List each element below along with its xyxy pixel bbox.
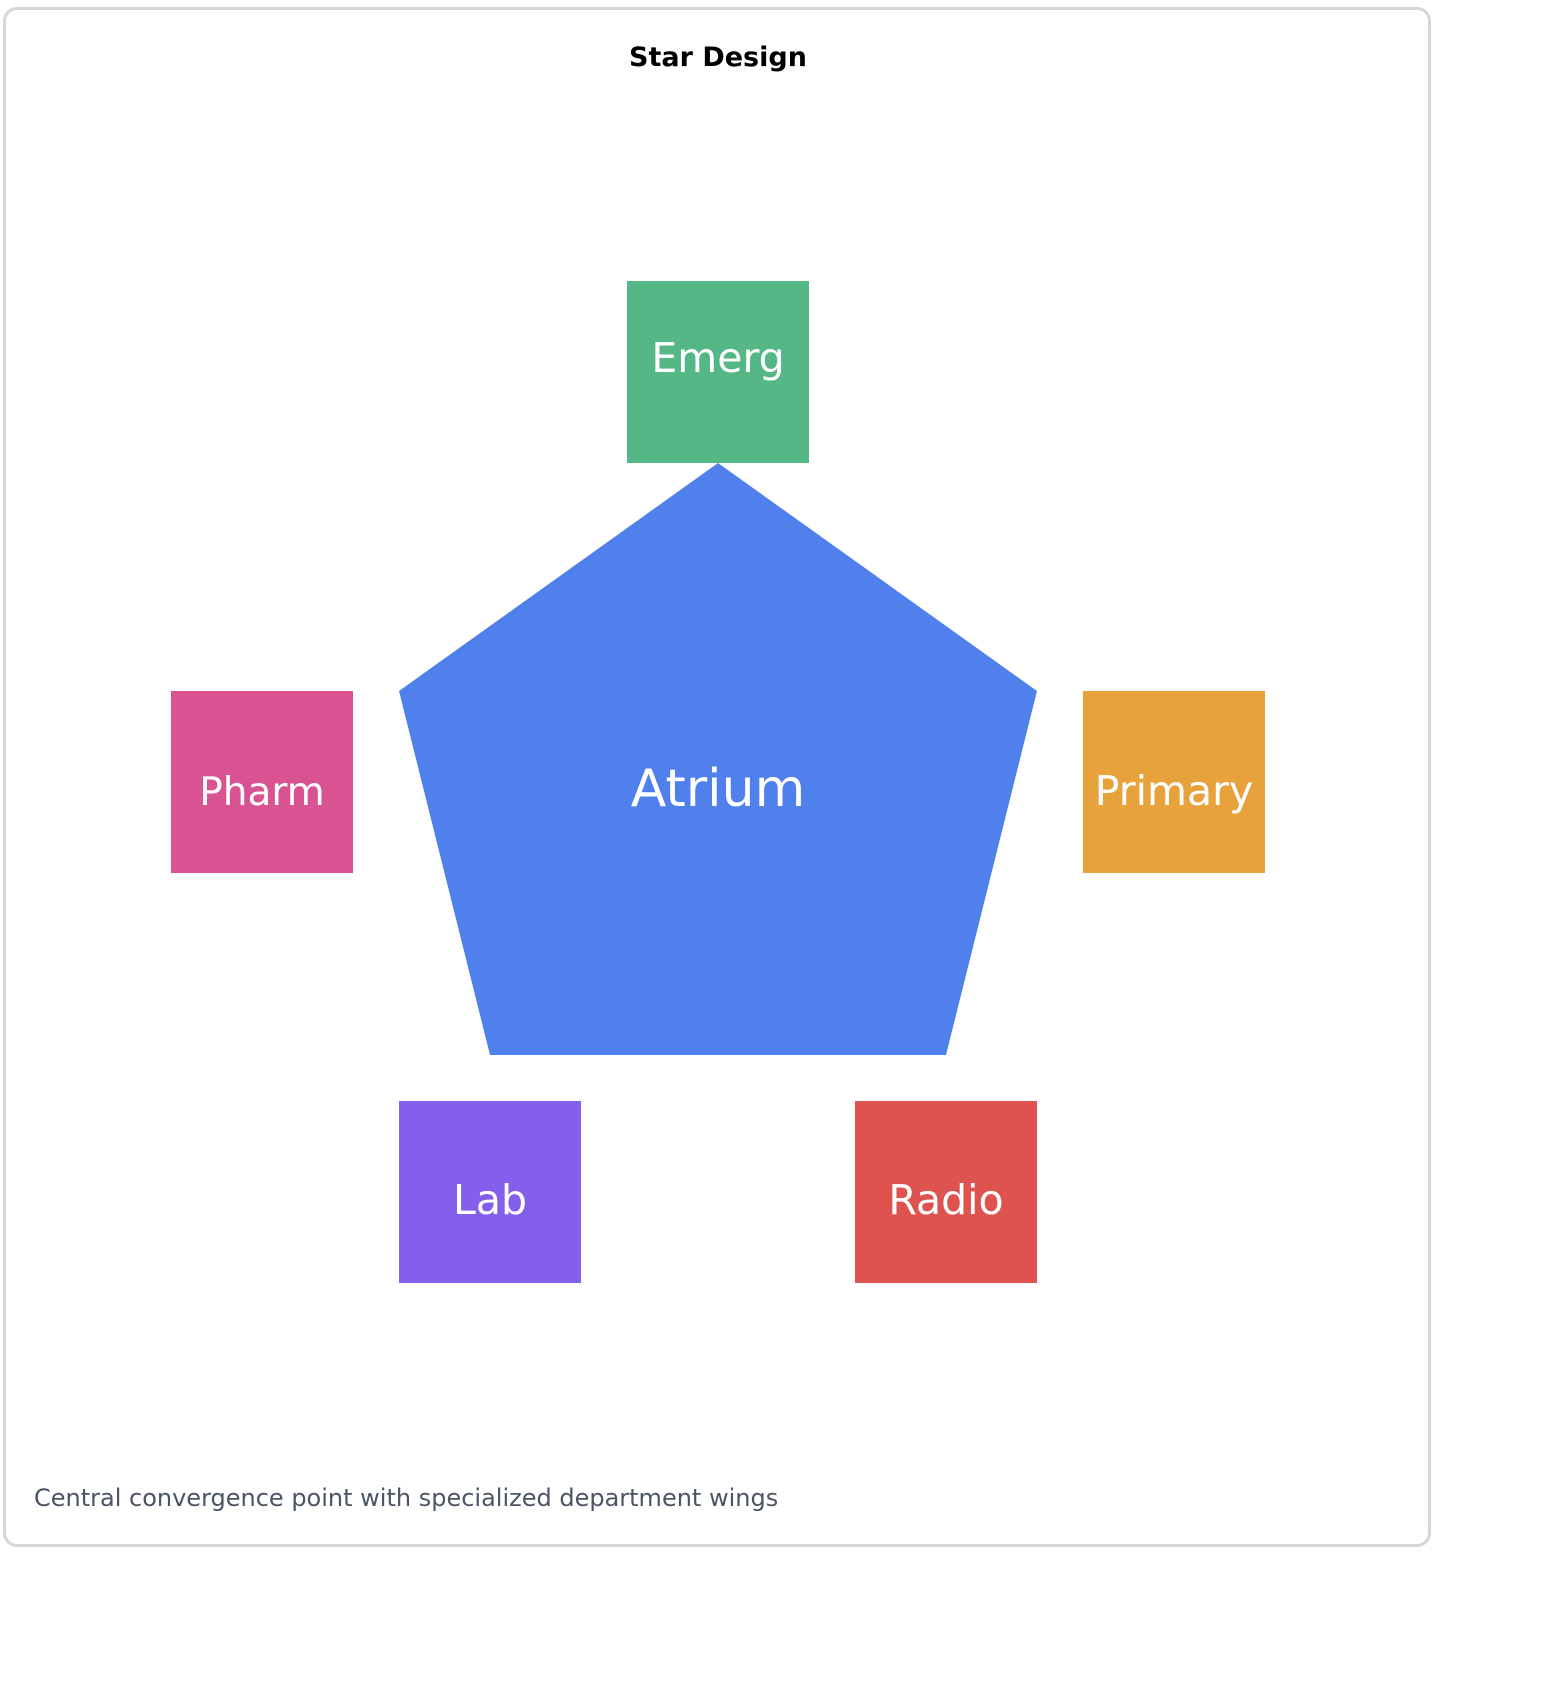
wing-primary-label: Primary [1095, 767, 1253, 815]
wing-primary: Primary [1083, 691, 1265, 873]
atrium-label: Atrium [631, 759, 805, 819]
wing-radio: Radio [855, 1101, 1037, 1283]
diagram-caption: Central convergence point with specializ… [34, 1484, 779, 1512]
wing-pharm: Pharm [171, 691, 353, 873]
wing-lab-label: Lab [453, 1176, 527, 1224]
wing-lab: Lab [399, 1101, 581, 1283]
wing-pharm-block [171, 691, 353, 873]
star-layout-diagram: Atrium Emerg Primary Radio Lab Pharm [171, 281, 1265, 1283]
wing-emerg-label: Emerg [651, 334, 784, 382]
wing-radio-label: Radio [888, 1176, 1003, 1224]
wing-radio-block [855, 1101, 1037, 1283]
wing-pharm-label: Pharm [199, 770, 324, 815]
atrium-hub [399, 463, 1037, 1055]
wing-emerg: Emerg [627, 281, 809, 463]
wing-lab-block [399, 1101, 581, 1283]
diagram-title: Star Design [629, 42, 807, 73]
wing-primary-block [1083, 691, 1265, 873]
wing-emerg-block [627, 281, 809, 463]
